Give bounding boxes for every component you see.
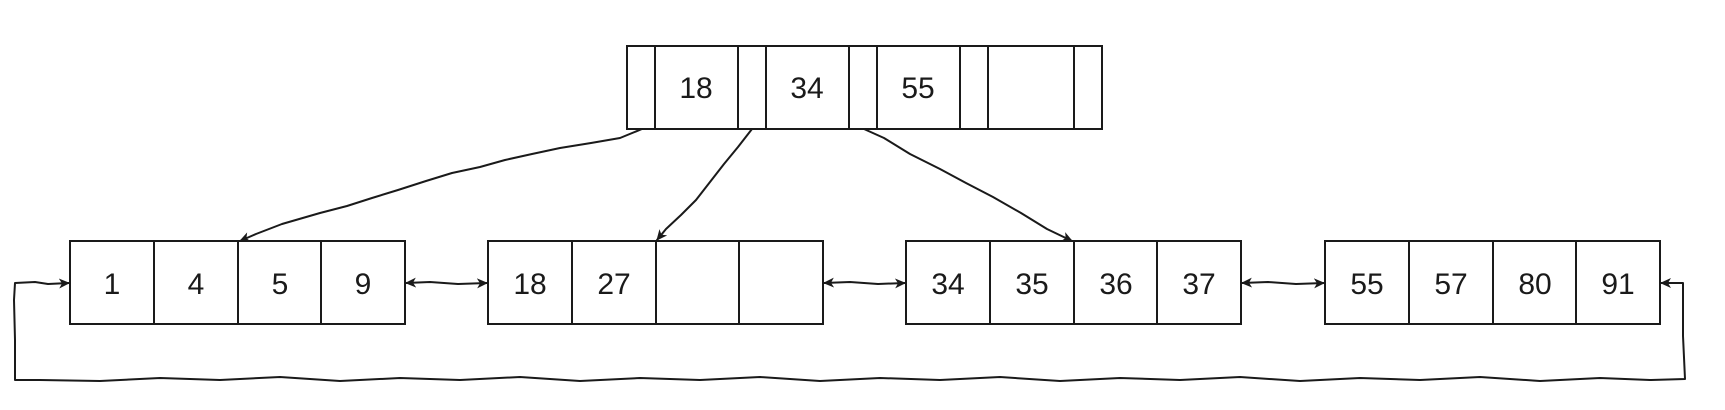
leaf-node-1: 1 4 5 9 — [69, 240, 406, 325]
leaf-4-key-3: 80 — [1518, 268, 1551, 301]
leaf-2-leaf-3-link-arrow — [823, 277, 906, 289]
leaf-1-key-1: 1 — [104, 268, 121, 301]
leaf-3-key-3: 36 — [1099, 268, 1132, 301]
root-key-2: 34 — [790, 72, 823, 105]
leaf-1-key-2: 4 — [188, 268, 205, 301]
leaf-3-key-2: 35 — [1015, 268, 1048, 301]
root-node-frame — [626, 45, 1103, 130]
root-to-leaf-1-arrow — [239, 128, 643, 242]
root-to-leaf-3-arrow — [863, 128, 1073, 242]
leaf-1-key-4: 9 — [355, 268, 372, 301]
leaf-4-key-2: 57 — [1434, 268, 1467, 301]
leaf-2-key-1: 18 — [513, 268, 546, 301]
leaf-4-key-4: 91 — [1601, 268, 1634, 301]
leaf-3-key-4: 37 — [1182, 268, 1215, 301]
leaf-3-leaf-4-link-arrow — [1241, 277, 1325, 289]
leaf-4-key-1: 55 — [1350, 268, 1383, 301]
root-key-1: 18 — [679, 72, 712, 105]
leaf-2-key-2: 27 — [597, 268, 630, 301]
root-key-3: 55 — [901, 72, 934, 105]
root-to-leaf-2-arrow — [656, 128, 753, 241]
leaf-1-leaf-2-link-arrow — [405, 277, 488, 289]
leaf-4-to-leaf-1-wrap-link-arrow — [13, 278, 1686, 382]
leaf-1-key-3: 5 — [272, 268, 289, 301]
root-node: 18 34 55 — [626, 45, 1103, 130]
leaf-node-3: 34 35 36 37 — [905, 240, 1242, 325]
leaf-3-key-1: 34 — [931, 268, 964, 301]
leaf-node-4: 55 57 80 91 — [1324, 240, 1661, 325]
leaf-node-2: 18 27 — [487, 240, 824, 325]
